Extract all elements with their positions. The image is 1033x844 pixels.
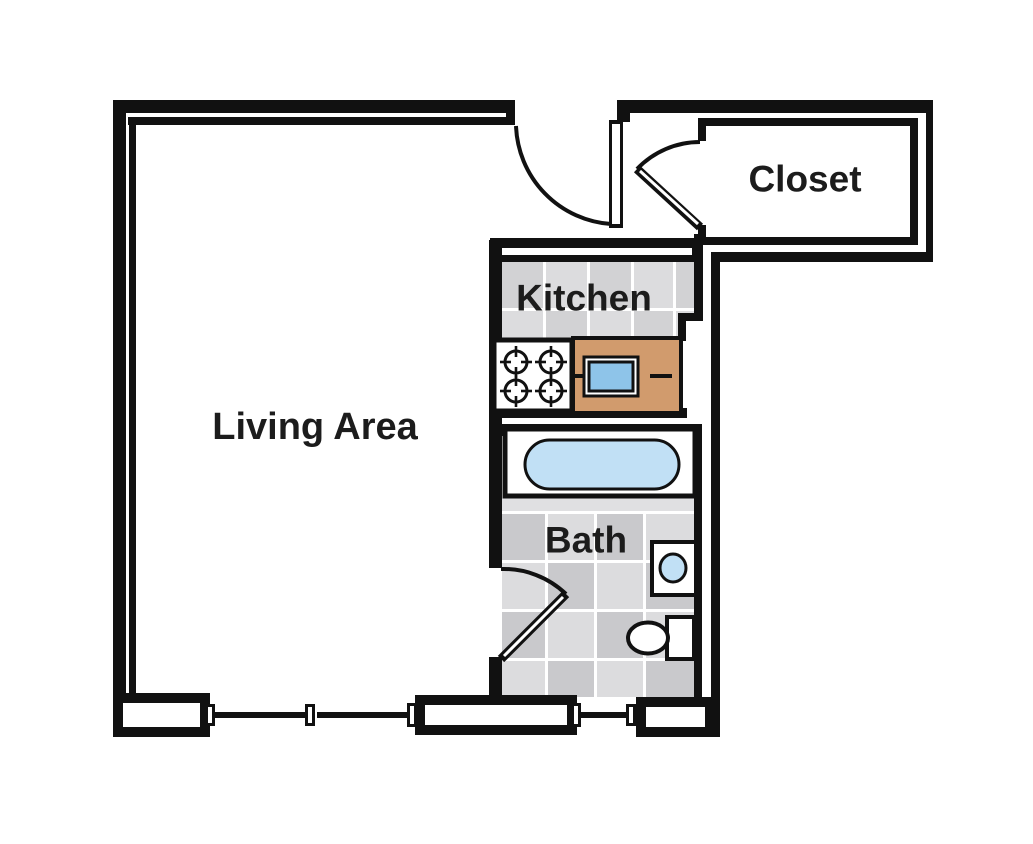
faucet-mark: [650, 374, 672, 378]
bathtub: [502, 426, 698, 499]
entry-door: [514, 120, 623, 228]
window-glass: [317, 712, 409, 718]
closet-door: [633, 140, 704, 231]
toilet-tank: [665, 615, 696, 661]
bathroom-sink: [650, 540, 698, 597]
stove-burner: [500, 375, 532, 407]
stove: [491, 337, 575, 414]
room-label-closet: Closet: [748, 159, 861, 200]
bath-door: [497, 566, 570, 663]
exterior-walls: [113, 100, 933, 737]
closet-walls: [698, 118, 918, 245]
window-glass: [215, 712, 307, 718]
window-jamb-ticks: [205, 703, 636, 727]
bottom-wall-and-windows: [113, 693, 715, 737]
kitchen-counter: [571, 336, 683, 415]
toilet-bowl: [626, 620, 670, 656]
kitchen-sink: [587, 360, 635, 393]
room-label-kitchen: Kitchen: [516, 278, 652, 319]
stove-burner: [535, 375, 567, 407]
faucet-mark: [574, 374, 584, 378]
toilet: [626, 615, 696, 661]
window-glass: [579, 712, 628, 718]
room-label-bath: Bath: [545, 520, 627, 561]
room-label-living-area: Living Area: [212, 406, 418, 448]
